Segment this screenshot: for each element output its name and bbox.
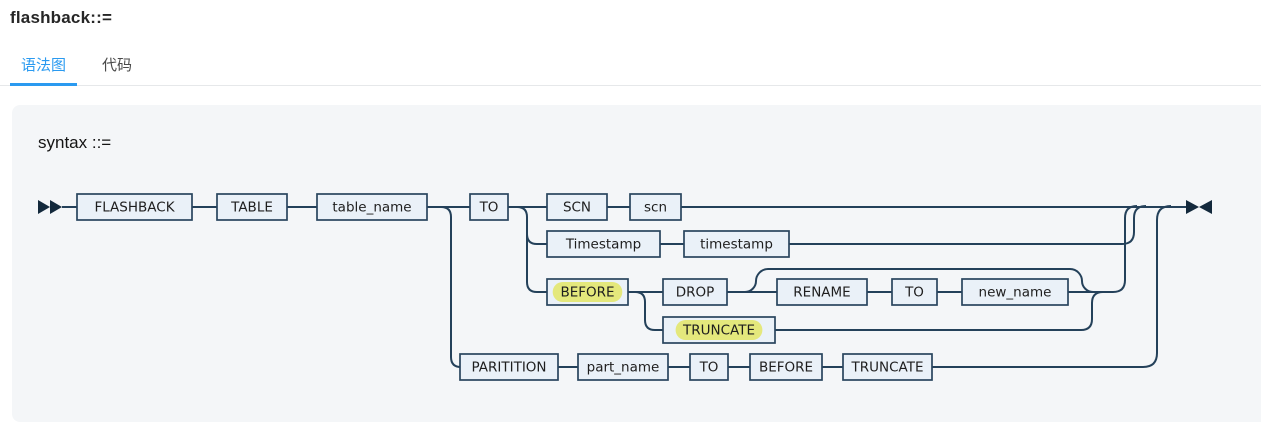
rail-branch-curves bbox=[440, 205, 1172, 368]
syntax-node-label: new_name bbox=[979, 285, 1052, 301]
syntax-node-scn: scn bbox=[629, 193, 682, 221]
syntax-node-label: table_name bbox=[332, 200, 411, 216]
syntax-node-label: TO bbox=[479, 200, 499, 216]
syntax-node-label: RENAME bbox=[793, 285, 850, 301]
syntax-node-label: scn bbox=[644, 200, 667, 216]
syntax-node-to3: TO bbox=[689, 353, 729, 381]
syntax-node-truncate2: TRUNCATE bbox=[842, 353, 933, 381]
tab-syntax-diagram[interactable]: 语法图 bbox=[10, 48, 78, 86]
syntax-node-label: TO bbox=[904, 285, 924, 301]
page-header: flashback::= bbox=[0, 0, 1261, 28]
syntax-node-label: BEFORE bbox=[759, 360, 813, 376]
syntax-node-label: TO bbox=[699, 360, 719, 376]
syntax-node-partition: PARITITION bbox=[459, 353, 559, 381]
syntax-node-label: TABLE bbox=[230, 200, 273, 216]
syntax-label: syntax ::= bbox=[38, 133, 112, 152]
syntax-node-label: PARITITION bbox=[471, 360, 546, 376]
syntax-node-truncate1: TRUNCATE bbox=[662, 316, 776, 344]
syntax-node-new_name: new_name bbox=[961, 278, 1069, 306]
end-arrow-icon bbox=[1186, 200, 1212, 214]
syntax-node-to2: TO bbox=[891, 278, 938, 306]
highlight-pill bbox=[552, 282, 623, 302]
syntax-node-label: TRUNCATE bbox=[682, 323, 755, 339]
tab-code[interactable]: 代码 bbox=[102, 57, 133, 74]
syntax-node-label: TRUNCATE bbox=[851, 360, 924, 376]
syntax-node-label: Timestamp bbox=[565, 237, 641, 253]
syntax-node-label: DROP bbox=[676, 285, 715, 301]
tab-bar: 语法图 代码 bbox=[0, 48, 1261, 86]
syntax-node-rename: RENAME bbox=[776, 278, 868, 306]
page-title: flashback::= bbox=[10, 8, 113, 27]
syntax-node-part_name: part_name bbox=[577, 353, 669, 381]
syntax-node-to1: TO bbox=[469, 193, 509, 221]
syntax-node-before1: BEFORE bbox=[546, 278, 629, 306]
syntax-node-flashback: FLASHBACK bbox=[76, 193, 193, 221]
highlight-pill bbox=[675, 320, 763, 340]
syntax-node-label: SCN bbox=[563, 200, 591, 216]
syntax-node-timestamp: timestamp bbox=[683, 230, 790, 258]
syntax-node-before2: BEFORE bbox=[749, 353, 823, 381]
syntax-node-scn_kw: SCN bbox=[546, 193, 608, 221]
syntax-node-label: FLASHBACK bbox=[94, 200, 175, 216]
syntax-node-label: timestamp bbox=[700, 237, 773, 253]
syntax-node-label: part_name bbox=[587, 360, 660, 376]
syntax-node-table_name: table_name bbox=[316, 193, 428, 221]
syntax-node-table: TABLE bbox=[216, 193, 288, 221]
syntax-node-drop: DROP bbox=[662, 278, 728, 306]
start-arrow-icon bbox=[38, 200, 62, 214]
syntax-node-label: BEFORE bbox=[560, 285, 614, 301]
syntax-node-timestamp_kw: Timestamp bbox=[546, 230, 661, 258]
